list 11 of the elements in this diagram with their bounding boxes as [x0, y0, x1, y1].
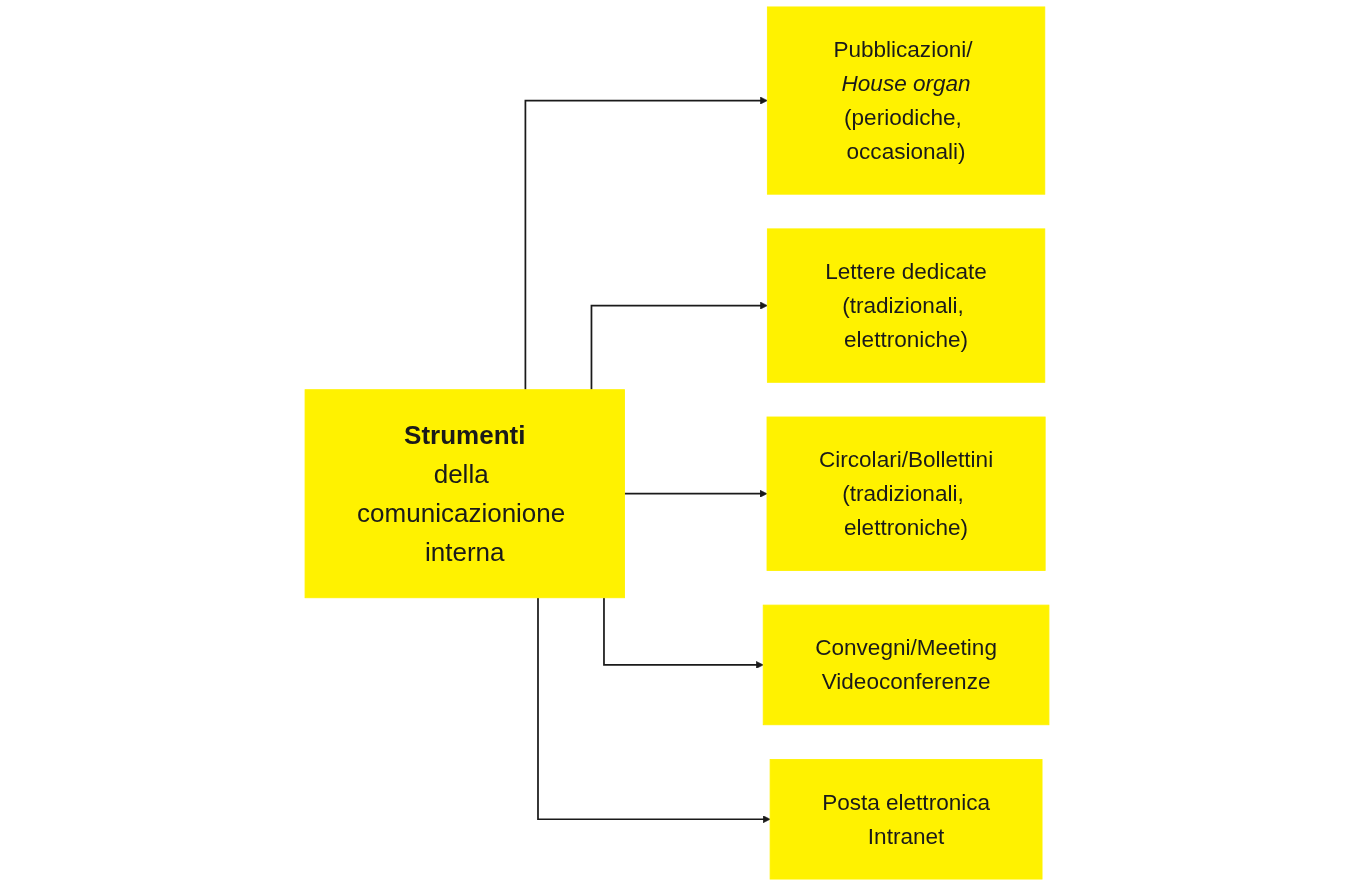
arrow — [524, 96, 768, 391]
arrow — [590, 301, 768, 391]
node-box: Lettere dedicate (tradizionali, elettroniche) — [766, 228, 1046, 383]
arrow — [537, 596, 771, 824]
arrow — [623, 489, 768, 498]
node-box: Convegni/Meeting Videoconferenze — [762, 604, 1050, 726]
arrow — [603, 596, 764, 669]
node-box: Posta elettronica Intranet — [769, 759, 1043, 880]
node-box: Pubblicazioni/ House organ (periodiche, occasionali) — [766, 6, 1046, 195]
node-box: Strumenti della comunicazionione interna — [304, 389, 625, 599]
node-box: Circolari/Bollettini (tradizionali, elettroniche) — [766, 416, 1046, 571]
